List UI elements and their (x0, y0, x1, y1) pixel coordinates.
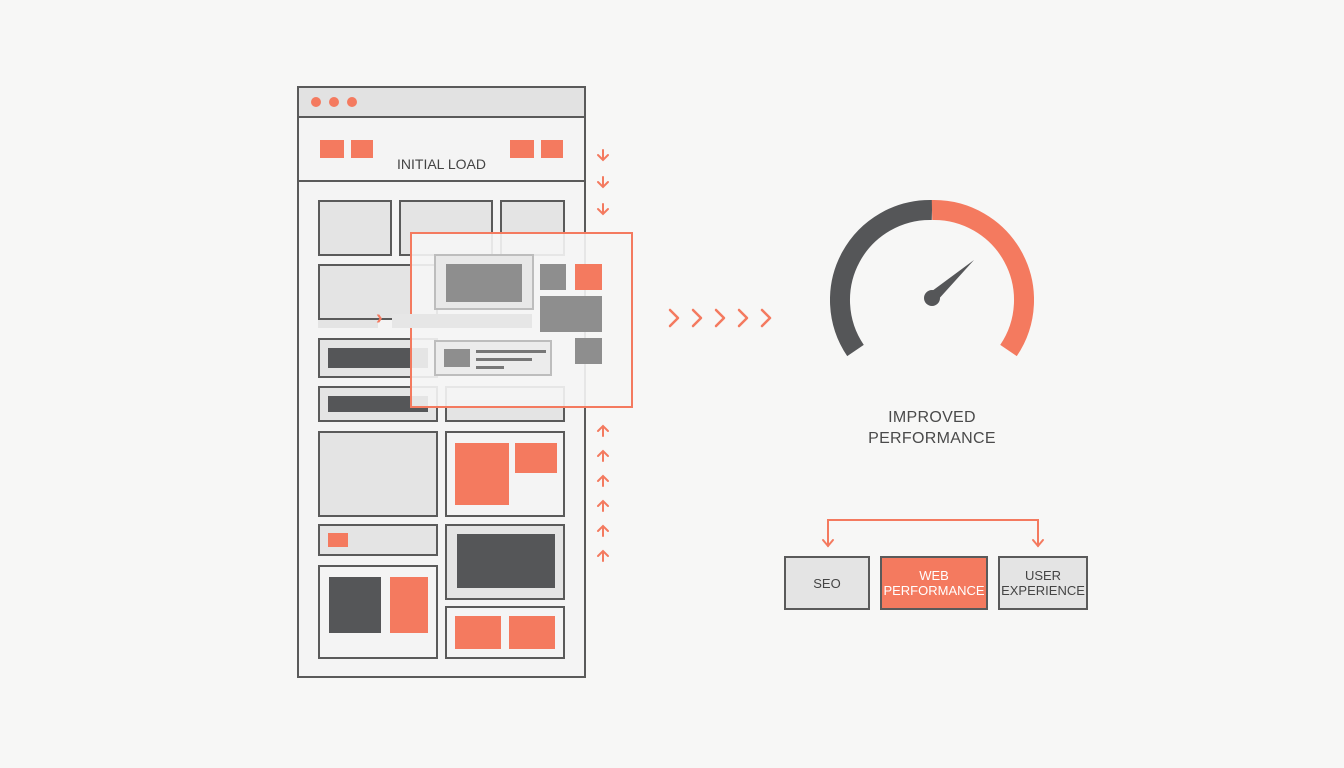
arrow-down-icon (597, 149, 609, 162)
label-line: IMPROVED (888, 409, 976, 426)
content-tile (318, 524, 438, 556)
window-dot-icon (311, 97, 321, 107)
arrow-down-icon (597, 203, 609, 216)
content-tile (434, 254, 534, 310)
label-line: PERFORMANCE (868, 430, 996, 447)
window-dot-icon (347, 97, 357, 107)
initial-load-label: INITIAL LOAD (397, 156, 486, 172)
window-dot-icon (329, 97, 339, 107)
content-tile (318, 431, 438, 517)
seo-box: SEO (784, 556, 870, 610)
scroll-arrows (597, 149, 609, 562)
arrow-up-icon (597, 524, 609, 537)
header-block (351, 140, 373, 158)
content-tile (434, 340, 552, 376)
arrow-up-icon (597, 474, 609, 487)
web-performance-box: WEB PERFORMANCE (880, 556, 988, 610)
content-line (318, 320, 378, 328)
content-tile (445, 431, 565, 517)
flow-chevrons (668, 308, 772, 328)
box-text: USER (1024, 568, 1062, 583)
branch-arrows (822, 519, 1044, 548)
chevron-right-icon (737, 308, 749, 328)
user-experience-box: USER EXPERIENCE (998, 556, 1088, 610)
header-block (510, 140, 534, 158)
chevron-right-icon: › (376, 307, 383, 329)
arrow-up-icon (597, 549, 609, 562)
improved-performance-label: IMPROVED PERFORMANCE (830, 407, 1034, 449)
content-block (575, 264, 602, 290)
arrow-down-icon (597, 176, 609, 189)
arrow-up-icon (597, 499, 609, 512)
gauge-arc-dark (830, 199, 933, 357)
box-text: WEB (919, 568, 949, 583)
page-header: INITIAL LOAD (299, 118, 584, 182)
browser-titlebar (299, 88, 584, 118)
header-block (320, 140, 344, 158)
header-block (541, 140, 563, 158)
gauge-hub (924, 290, 940, 306)
speedometer-icon (830, 199, 1034, 357)
content-tile (318, 565, 438, 659)
gauge-needle (928, 260, 974, 302)
content-tile (318, 200, 392, 256)
arrow-down-icon (1032, 539, 1044, 548)
content-block (540, 264, 566, 290)
chevron-right-icon (691, 308, 703, 328)
arrow-up-icon (597, 449, 609, 462)
arrow-down-icon (822, 539, 834, 548)
content-block (575, 338, 602, 364)
chevron-right-icon (668, 308, 680, 328)
box-text: EXPERIENCE (1001, 583, 1085, 598)
gauge-arc-accent (931, 199, 1034, 357)
content-tile (445, 606, 565, 659)
box-text: PERFORMANCE (883, 583, 985, 598)
content-line (398, 314, 532, 328)
content-block (540, 296, 602, 332)
box-text: SEO (813, 575, 841, 591)
arrow-up-icon (597, 424, 609, 437)
chevron-right-icon (760, 308, 772, 328)
content-tile (445, 524, 565, 600)
chevron-right-icon (714, 308, 726, 328)
